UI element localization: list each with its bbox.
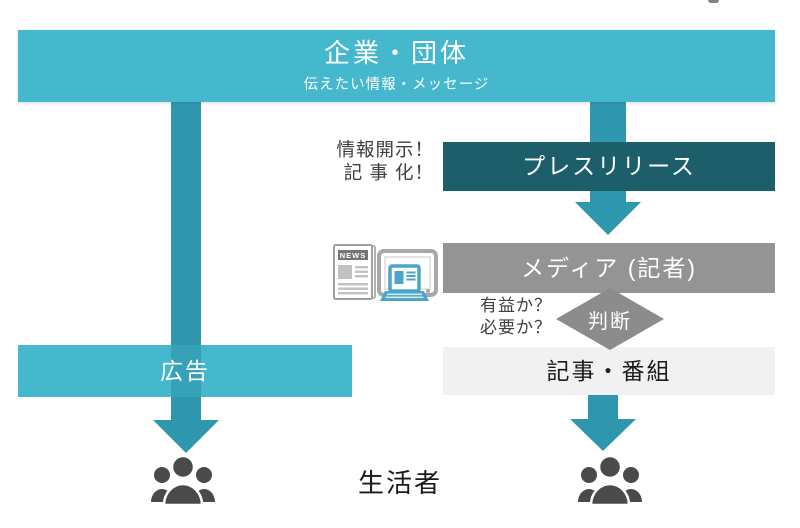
source-title: 企業・団体 — [323, 38, 469, 69]
article-label: 記事・番組 — [546, 357, 672, 384]
press-release-label: プレスリリース — [522, 153, 696, 180]
ad-node: 広告 — [18, 345, 352, 397]
media-icons: NEWS — [331, 243, 439, 305]
media-node: メディア (記者) — [443, 243, 775, 293]
people-group-icon — [578, 454, 642, 513]
people-group-icon — [151, 454, 215, 513]
newspaper-icon: NEWS — [333, 244, 376, 300]
ad-label: 広告 — [160, 357, 210, 384]
judgment-node: 判断 — [556, 288, 664, 350]
diamond-shape-icon — [556, 288, 664, 350]
article-flow-arrow-icon — [567, 395, 639, 452]
press-note-line2: 記 事 化！ — [343, 162, 434, 184]
ad-flow-arrow-icon — [150, 102, 222, 454]
audience-label: 生活者 — [357, 468, 442, 498]
crop-artifact — [708, 0, 719, 3]
source-node: 企業・団体 伝えたい情報・メッセージ — [18, 30, 775, 102]
judgment-label: 判断 — [588, 310, 632, 333]
arrow-shaft-tint — [171, 345, 201, 397]
judgment-question-line2: 必要か？ — [480, 318, 552, 338]
judgment-questions: 有益か？ 必要か？ — [452, 295, 552, 339]
press-note: 情報開示！ 記 事 化！ — [330, 138, 434, 184]
tv-laptop-icon — [377, 249, 438, 301]
press-release-node: プレスリリース — [443, 142, 775, 191]
media-label: メディア (記者) — [520, 254, 698, 281]
source-subtitle: 伝えたい情報・メッセージ — [303, 76, 490, 93]
article-node: 記事・番組 — [443, 347, 775, 395]
svg-text:NEWS: NEWS — [340, 251, 367, 260]
judgment-question-line1: 有益か？ — [480, 296, 552, 315]
press-note-line1: 情報開示！ — [336, 139, 434, 160]
